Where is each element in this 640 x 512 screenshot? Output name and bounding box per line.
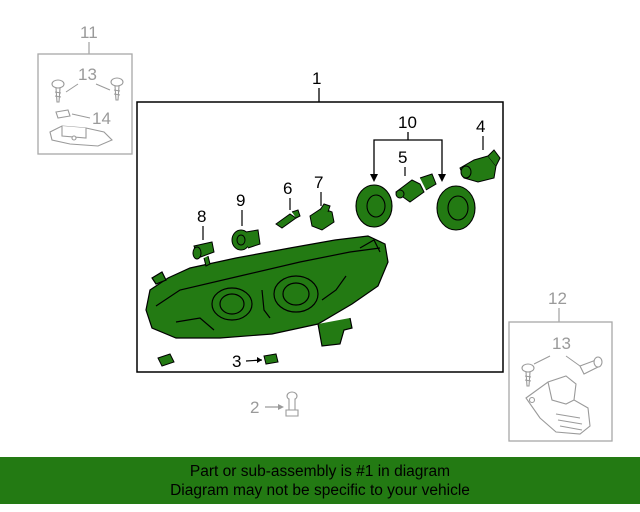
leader-13-c (533, 355, 551, 365)
part-8-bulb-icon[interactable] (192, 241, 215, 267)
screw-right-icon (110, 77, 124, 101)
kit-11-group[interactable]: 11 13 14 (37, 23, 133, 155)
part-4-bulb-icon[interactable] (459, 149, 501, 183)
leader-14 (71, 113, 91, 119)
callout-5[interactable]: 5 (398, 148, 407, 167)
bracket-11-icon (49, 125, 113, 147)
part-3-clip-icon[interactable] (263, 353, 279, 365)
callout-1[interactable]: 1 (312, 69, 321, 88)
screw-12-right-icon (579, 356, 603, 375)
footer-line-1: Part or sub-assembly is #1 in diagram (189, 463, 451, 480)
mounting-tab-icon (157, 353, 175, 367)
callout-8[interactable]: 8 (197, 207, 206, 226)
arrow-10-left-icon (370, 174, 378, 182)
part-7-socket-icon[interactable] (309, 203, 335, 231)
headlight-assembly-icon[interactable] (145, 235, 389, 347)
leader-13-b (95, 83, 111, 91)
bracket-12-icon (525, 375, 591, 435)
arrow-2-icon (278, 404, 284, 410)
screw-left-icon (51, 79, 65, 103)
callout-12[interactable]: 12 (548, 289, 567, 308)
footer-line-2: Diagram may not be specific to your vehi… (170, 482, 470, 499)
parts-diagram: 11 13 14 1 (37, 23, 613, 442)
callout-13-kit-11[interactable]: 13 (78, 65, 97, 84)
callout-4[interactable]: 4 (476, 117, 485, 136)
callout-7[interactable]: 7 (314, 173, 323, 192)
arrow-3-icon (257, 357, 262, 363)
part-2-bolt-icon (285, 391, 299, 417)
arrow-10-right-icon (438, 174, 446, 182)
part-9-socket-icon[interactable] (231, 229, 261, 251)
assembly-1-group[interactable]: 1 3 8 (136, 69, 504, 373)
part-10-cover-left-icon[interactable] (355, 184, 393, 228)
part-6-bulb-icon[interactable] (275, 209, 301, 229)
leader-13-d (565, 355, 581, 367)
leader-13-a (65, 83, 79, 93)
callout-9[interactable]: 9 (236, 191, 245, 210)
clip-nut-icon (55, 109, 71, 119)
part-2-group[interactable]: 2 (250, 391, 299, 417)
kit-12-group[interactable]: 12 13 (508, 289, 613, 442)
callout-6[interactable]: 6 (283, 179, 292, 198)
footer-banner: Part or sub-assembly is #1 in diagram Di… (0, 457, 640, 504)
callout-3[interactable]: 3 (232, 352, 241, 371)
screw-12-left-icon (521, 363, 535, 387)
callout-10[interactable]: 10 (398, 113, 417, 132)
part-10-cover-right-icon[interactable] (436, 185, 476, 231)
part-5-bulb-icon[interactable] (395, 173, 437, 203)
callout-2[interactable]: 2 (250, 398, 259, 417)
callout-13-kit-12[interactable]: 13 (552, 334, 571, 353)
callout-14[interactable]: 14 (92, 109, 111, 128)
callout-11[interactable]: 11 (80, 23, 98, 42)
